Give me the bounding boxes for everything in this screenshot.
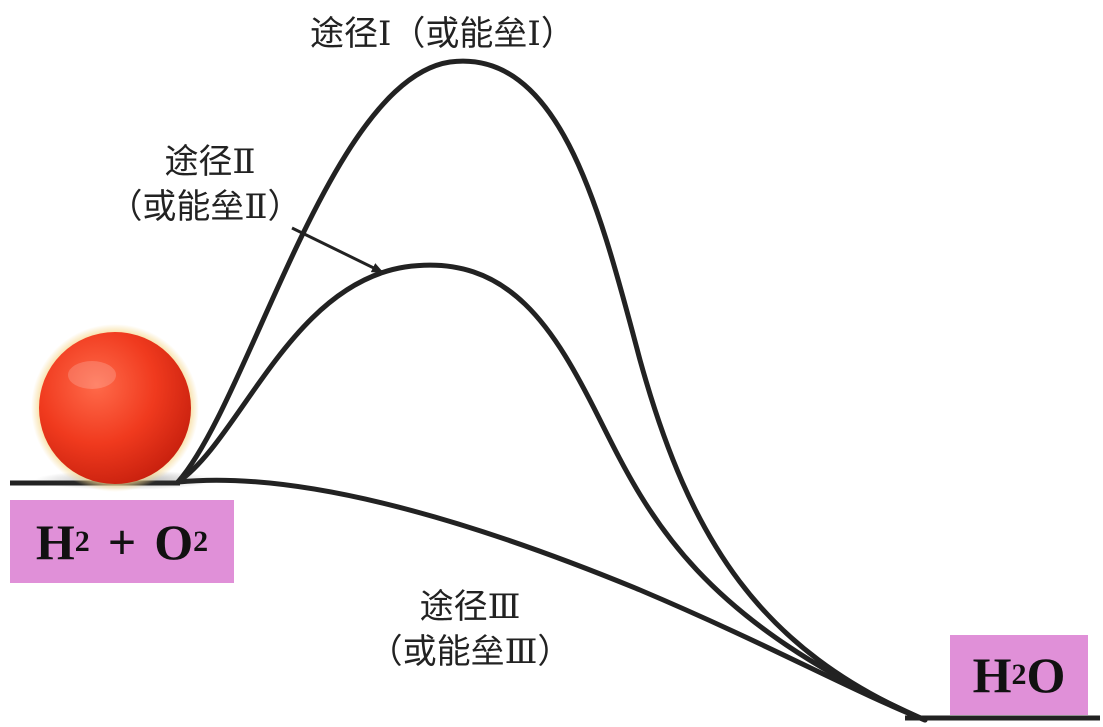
product-h: H bbox=[972, 647, 1012, 703]
reactant-ball bbox=[39, 332, 191, 484]
reactant-o: O bbox=[154, 513, 194, 570]
path-2-curve bbox=[175, 262, 928, 723]
ball-highlight bbox=[68, 361, 116, 389]
reactant-label-box bbox=[10, 500, 234, 583]
path-1-label: 途径Ⅰ（或能垒Ⅰ） bbox=[310, 14, 575, 54]
path-2-pointer-arrow bbox=[291, 226, 384, 274]
path-1-curve bbox=[175, 58, 928, 723]
product-label-box bbox=[950, 635, 1088, 715]
reactant-plus: + bbox=[107, 513, 137, 570]
path-3-label-line1: 途径Ⅲ bbox=[419, 587, 521, 627]
product-o: O bbox=[1026, 647, 1066, 703]
path-3-curve bbox=[175, 477, 928, 723]
path-3-label-line2: （或能垒Ⅲ） bbox=[368, 632, 572, 672]
path-2-label-line2: （或能垒Ⅱ） bbox=[108, 187, 302, 227]
reactant-h: H bbox=[35, 513, 75, 570]
path-2-label-line1: 途径Ⅱ bbox=[164, 142, 256, 182]
